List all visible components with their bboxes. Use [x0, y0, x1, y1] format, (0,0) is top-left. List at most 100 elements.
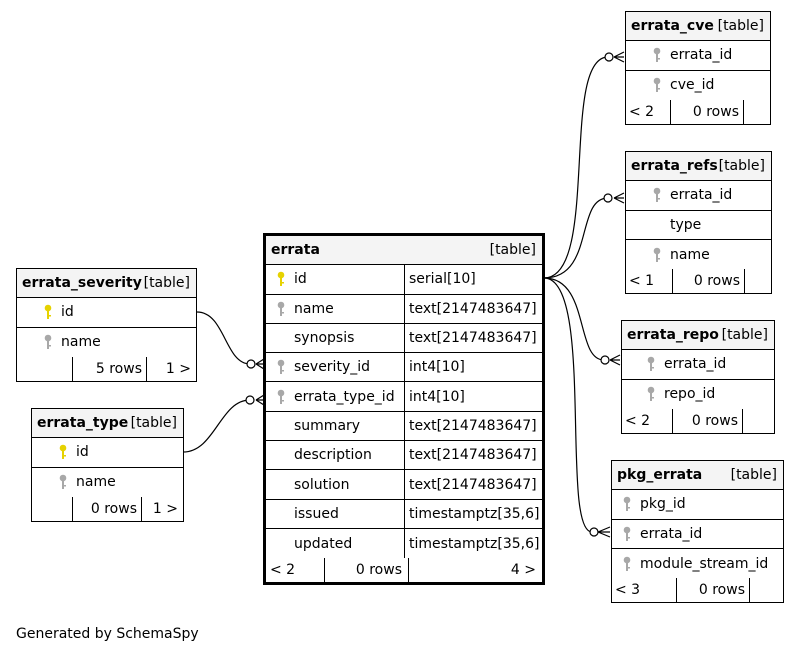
column-row[interactable]: name: [626, 240, 771, 269]
column-row[interactable]: name: [32, 468, 183, 497]
key-icon: [644, 187, 670, 203]
table-errata-repo[interactable]: errata_repo [table] errata_id repo_id < 2…: [621, 320, 775, 434]
table-header: errata [table]: [266, 236, 542, 266]
column-name: type: [670, 216, 702, 233]
key-icon: [614, 556, 640, 572]
generated-by-caption: Generated by SchemaSpy: [16, 626, 199, 642]
children-count: [742, 408, 774, 433]
row-count: 5 rows: [72, 356, 146, 381]
column-row[interactable]: name: [17, 328, 196, 357]
column-row[interactable]: type: [626, 211, 771, 240]
key-icon: [35, 334, 61, 350]
column-name: issued: [294, 505, 339, 522]
table-footer: < 2 0 rows 4 >: [266, 558, 542, 583]
column-name-cell: type: [626, 211, 771, 239]
parents-count: < 2: [270, 562, 296, 579]
table-footer: < 1 0 rows: [626, 269, 771, 294]
column-type: timestamptz[35,6]: [404, 499, 542, 528]
column-name: errata_type_id: [294, 388, 395, 405]
children-count: [744, 269, 771, 294]
column-type: serial[10]: [404, 265, 542, 294]
column-name-cell: errata_type_id: [266, 382, 404, 410]
parents-count: < 1: [629, 273, 655, 290]
table-tag: [table]: [130, 415, 177, 432]
key-icon: [644, 47, 670, 63]
column-name-cell: errata_id: [626, 41, 770, 69]
column-type: text[2147483647]: [404, 411, 542, 441]
key-icon: [638, 356, 664, 372]
column-row[interactable]: id: [17, 298, 196, 328]
column-name-cell: id: [32, 438, 183, 466]
column-row[interactable]: repo_id: [622, 380, 774, 409]
column-type: text[2147483647]: [404, 470, 542, 499]
column-name: description: [294, 447, 372, 464]
column-row[interactable]: errata_id: [626, 41, 770, 71]
table-tag: [table]: [717, 18, 764, 35]
column-name-cell: issued: [266, 500, 404, 528]
column-name-cell: severity_id: [266, 353, 404, 381]
table-tag: [table]: [718, 158, 765, 175]
link-type: [182, 399, 251, 453]
parents-count: [32, 497, 72, 521]
parents-count: [17, 357, 72, 381]
column-name: cve_id: [670, 77, 715, 94]
column-name: id: [76, 444, 89, 461]
table-errata-severity[interactable]: errata_severity [table] id name 5 rows 1 …: [16, 268, 197, 382]
table-footer: < 2 0 rows: [622, 408, 774, 433]
children-count: 1 >: [146, 356, 196, 381]
column-row[interactable]: pkg_id: [612, 490, 783, 520]
primary-key-icon: [50, 444, 76, 460]
row-count: 0 rows: [72, 496, 141, 521]
column-name: id: [294, 271, 307, 288]
column-row[interactable]: id: [32, 438, 183, 468]
children-count: [743, 99, 770, 124]
key-icon: [50, 474, 76, 490]
link-cve: [543, 56, 609, 279]
column-name-cell: module_stream_id: [612, 549, 783, 578]
column-name-cell: solution: [266, 470, 404, 498]
column-name: errata_id: [664, 356, 727, 373]
column-row[interactable]: errata_id: [612, 520, 783, 549]
column-name: severity_id: [294, 359, 371, 376]
row-count: 0 rows: [672, 408, 742, 433]
table-name: errata_cve: [631, 18, 714, 35]
link-repo: [543, 277, 605, 361]
column-name-cell: synopsis: [266, 324, 404, 352]
primary-key-icon: [35, 304, 61, 320]
primary-key-icon: [268, 271, 294, 287]
column-row[interactable]: issued timestamptz[35,6]: [266, 499, 542, 529]
table-name: errata_refs: [631, 158, 718, 175]
column-name-cell: summary: [266, 412, 404, 440]
column-row[interactable]: module_stream_id: [612, 549, 783, 578]
table-header: errata_severity [table]: [17, 269, 196, 299]
column-row[interactable]: errata_id: [626, 181, 771, 211]
row-count: 0 rows: [670, 99, 743, 124]
table-footer: 0 rows 1 >: [32, 496, 183, 521]
table-tag: [table]: [489, 242, 536, 259]
column-name-cell: description: [266, 441, 404, 469]
column-row[interactable]: errata_id: [622, 350, 774, 380]
column-row[interactable]: id serial[10]: [266, 265, 542, 295]
column-name: id: [61, 304, 74, 321]
column-row[interactable]: cve_id: [626, 71, 770, 100]
table-header: errata_repo [table]: [622, 321, 774, 351]
column-name: name: [76, 474, 116, 491]
column-name-cell: errata_id: [612, 520, 783, 548]
key-icon: [614, 496, 640, 512]
table-name: errata_repo: [627, 327, 719, 344]
key-icon: [268, 389, 294, 405]
